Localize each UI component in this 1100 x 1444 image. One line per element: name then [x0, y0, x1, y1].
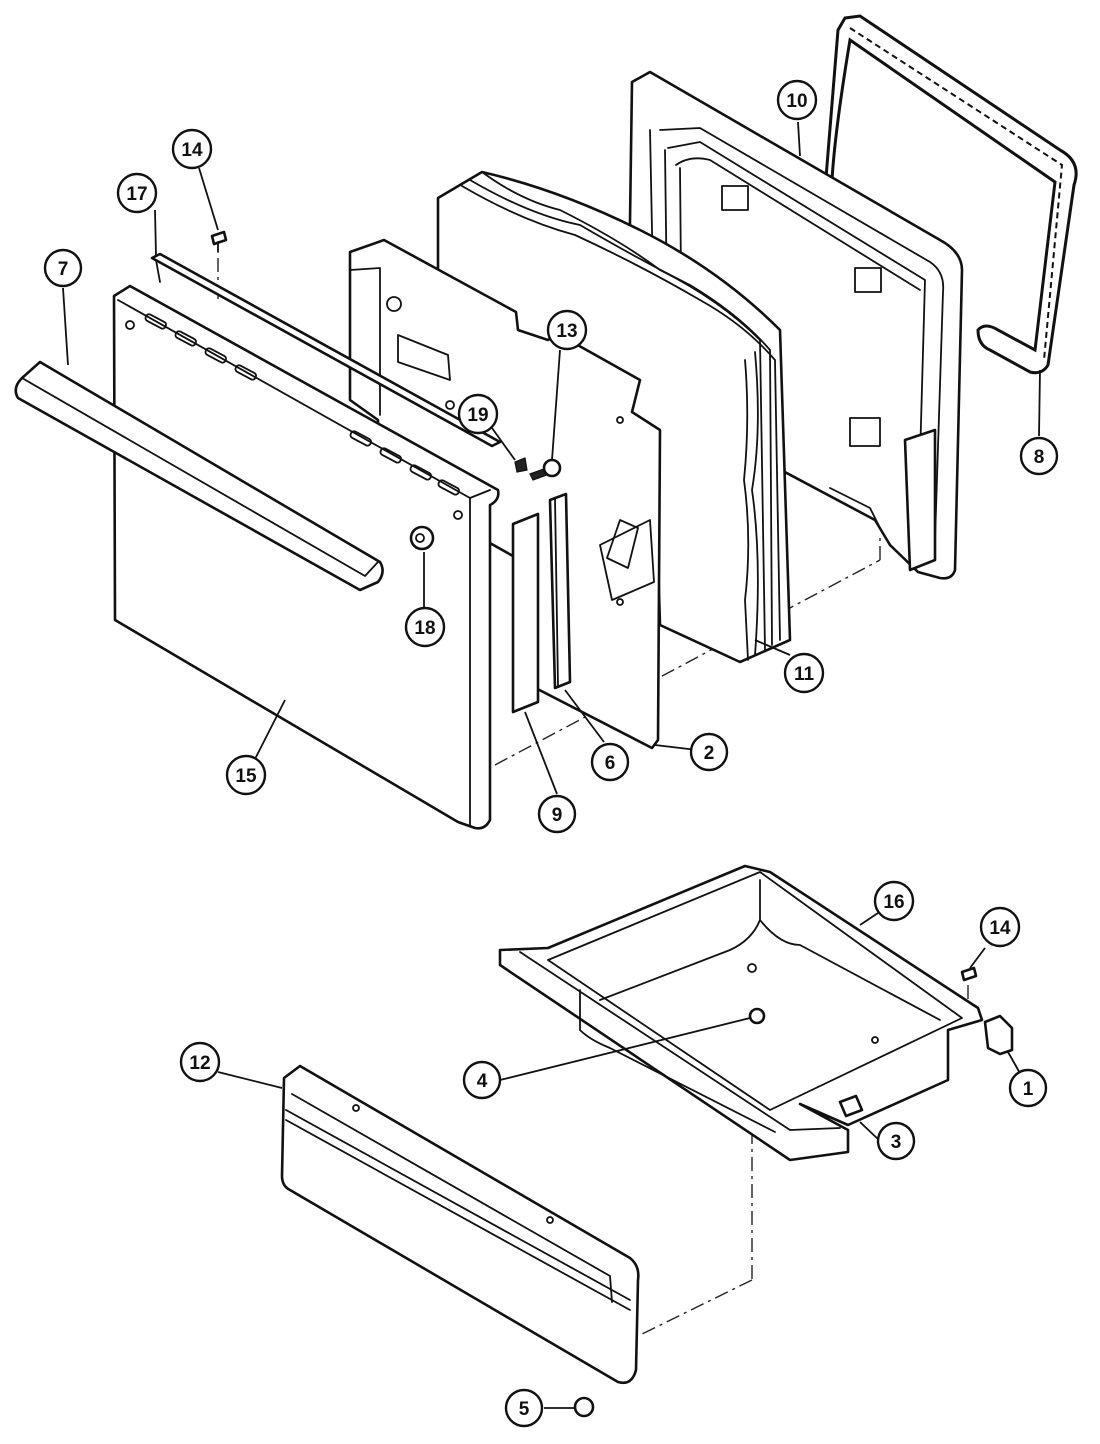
callout-10: 10 [776, 79, 818, 121]
drawer-body [498, 864, 984, 1162]
callout-10-label: 10 [786, 91, 807, 112]
callout-8-label: 8 [1034, 447, 1045, 468]
callout-12: 12 [179, 1041, 221, 1083]
door-knob [409, 525, 435, 551]
callout-4: 4 [462, 1060, 502, 1100]
callout-14-bottom: 14 [979, 906, 1021, 948]
callout-3: 3 [876, 1121, 916, 1161]
door-handle [14, 360, 384, 592]
callout-13-label: 13 [556, 321, 577, 342]
callout-11: 11 [783, 652, 825, 694]
channel-bracket [548, 492, 572, 690]
callout-18-label: 18 [414, 618, 435, 639]
callout-12-label: 12 [189, 1053, 210, 1074]
callout-14-top: 14 [171, 128, 213, 170]
callout-1-label: 1 [1023, 1079, 1034, 1100]
callout-8: 8 [1019, 436, 1059, 476]
callout-15: 15 [225, 754, 267, 796]
callout-4-label: 4 [477, 1071, 488, 1092]
callout-17: 17 [116, 172, 158, 214]
callout-6: 6 [590, 742, 630, 782]
callouts: 1 2 3 4 5 6 7 8 [43, 79, 1059, 1428]
callout-2-label: 2 [704, 743, 715, 764]
callout-19: 19 [457, 393, 499, 435]
callout-15-label: 15 [235, 766, 257, 787]
callout-5: 5 [504, 1388, 544, 1428]
callout-9: 9 [537, 794, 577, 834]
callout-16: 16 [873, 880, 915, 922]
callout-6-label: 6 [605, 753, 616, 774]
drawer-screw [573, 1396, 595, 1418]
callout-7: 7 [43, 248, 83, 288]
callout-13: 13 [546, 309, 588, 351]
callout-19-label: 19 [467, 405, 488, 426]
drawer-front-panel [280, 1064, 640, 1385]
callout-2: 2 [689, 732, 729, 772]
callout-7-label: 7 [58, 259, 69, 280]
callout-17-label: 17 [126, 184, 147, 205]
callout-11-label: 11 [794, 664, 815, 685]
trim-strip [150, 252, 502, 448]
callout-14-bottom-label: 14 [989, 918, 1011, 939]
callout-5-label: 5 [519, 1399, 530, 1420]
callout-14-top-label: 14 [181, 140, 203, 161]
drawer-hardware [748, 966, 1014, 1118]
inner-door-panel [626, 70, 964, 580]
foam-strip [511, 512, 540, 714]
callout-18: 18 [404, 606, 446, 648]
callout-9-label: 9 [552, 805, 563, 826]
leader-lines [62, 121, 1041, 1409]
callout-3-label: 3 [891, 1132, 902, 1153]
callout-16-label: 16 [883, 892, 904, 913]
vent-slots [144, 313, 460, 496]
callout-1: 1 [1008, 1068, 1048, 1108]
